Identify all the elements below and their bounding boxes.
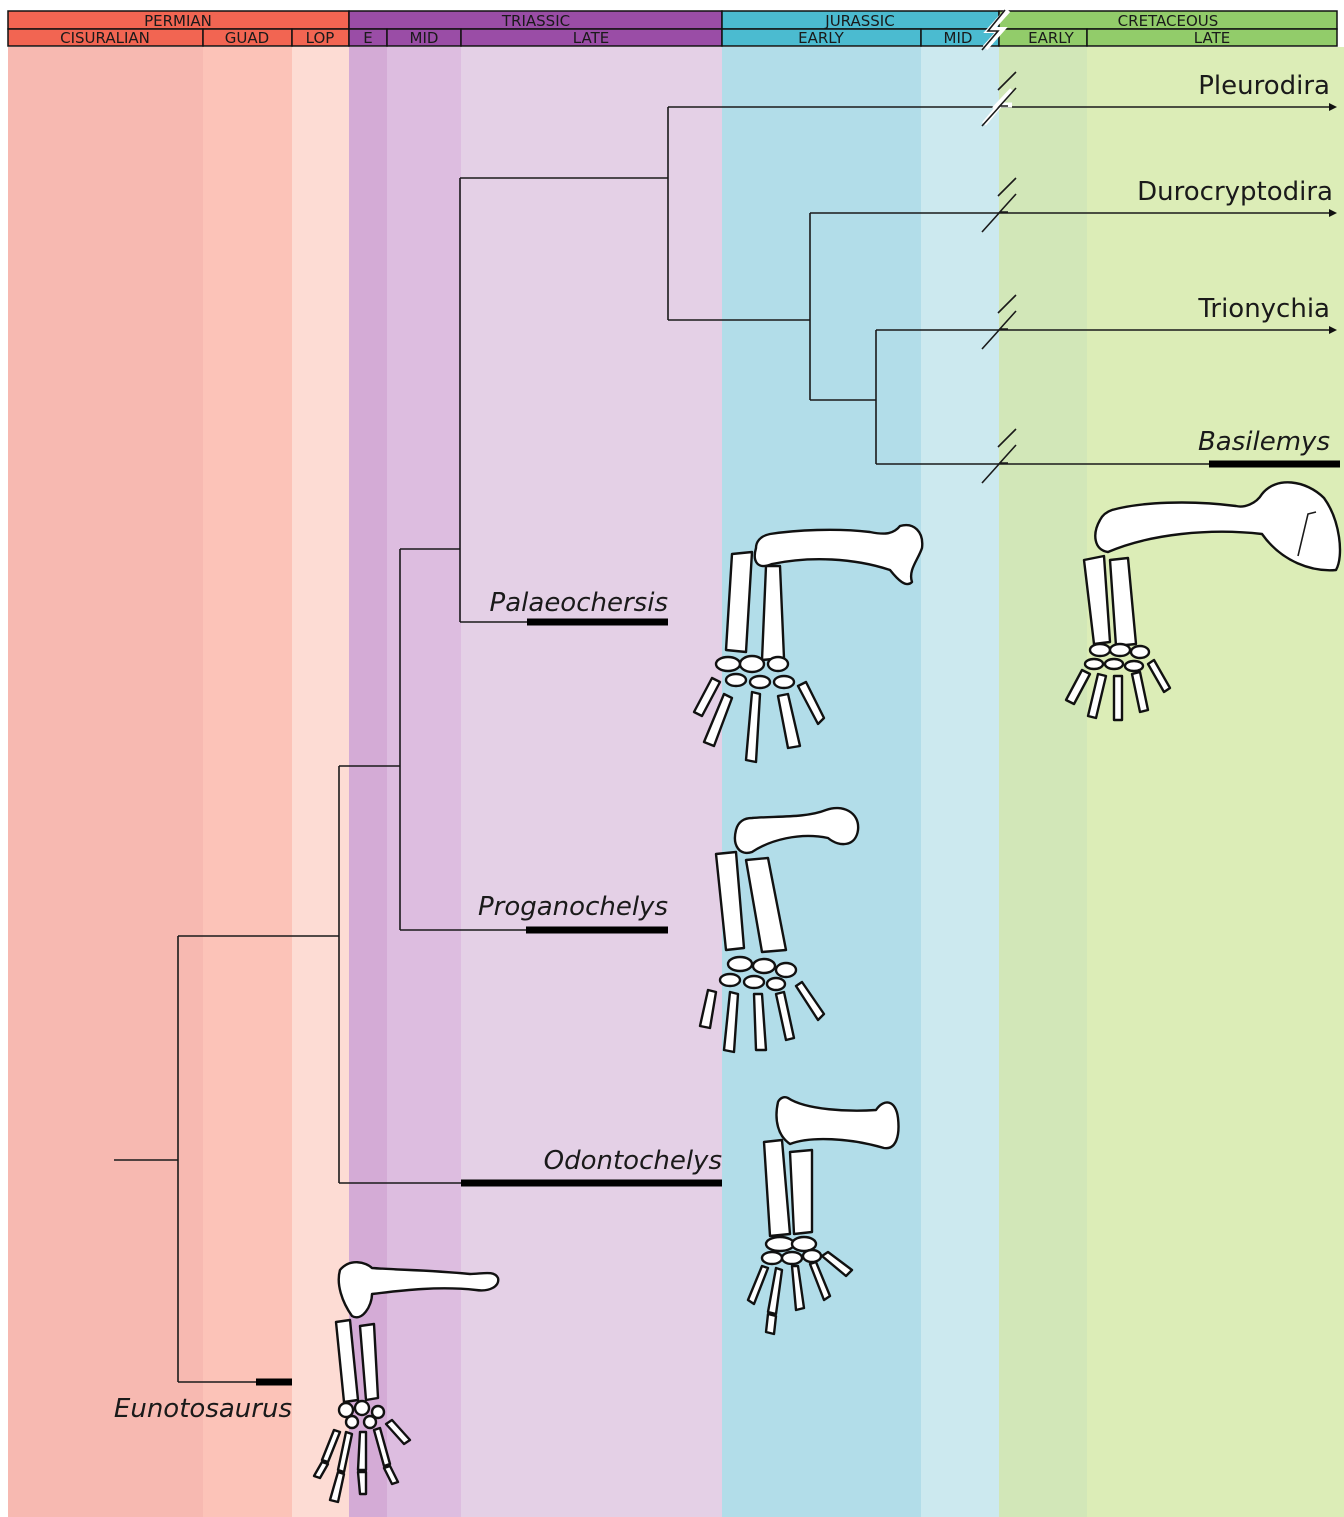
label-proganochelys: Proganochelys bbox=[478, 892, 668, 922]
band-late-triassic bbox=[461, 47, 722, 1517]
band-late-cretaceous bbox=[1087, 47, 1344, 1517]
epoch-lop-label: LOP bbox=[306, 29, 335, 47]
epoch-e-label: E bbox=[363, 29, 372, 47]
period-header: PERMIAN TRIASSIC JURASSIC CRETACEOUS bbox=[8, 11, 1337, 30]
epoch-cisuralian-label: CISURALIAN bbox=[60, 29, 150, 47]
band-middle-triassic bbox=[387, 47, 461, 1517]
period-triassic-label: TRIASSIC bbox=[501, 12, 570, 30]
period-cretaceous-label: CRETACEOUS bbox=[1118, 12, 1219, 30]
label-trionychia: Trionychia bbox=[1197, 294, 1330, 324]
epoch-bands bbox=[8, 47, 1344, 1517]
band-lopingian bbox=[292, 47, 349, 1517]
epoch-early-cretaceous-label: EARLY bbox=[1028, 29, 1075, 47]
label-basilemys: Basilemys bbox=[1198, 427, 1330, 457]
epoch-late-triassic-label: LATE bbox=[573, 29, 609, 47]
epoch-guad-label: GUAD bbox=[225, 29, 269, 47]
band-cisuralian bbox=[8, 47, 203, 1517]
epoch-mid-jurassic-label: MID bbox=[944, 29, 973, 47]
band-middle-jurassic bbox=[921, 47, 999, 1517]
epoch-late-cretaceous-label: LATE bbox=[1194, 29, 1230, 47]
epoch-early-jurassic-label: EARLY bbox=[798, 29, 845, 47]
label-odontochelys: Odontochelys bbox=[544, 1146, 722, 1176]
epoch-mid-triassic-label: MID bbox=[410, 29, 439, 47]
label-durocryptodira: Durocryptodira bbox=[1137, 177, 1333, 207]
period-jurassic-label: JURASSIC bbox=[824, 12, 894, 30]
label-eunotosaurus: Eunotosaurus bbox=[114, 1394, 292, 1424]
band-guadalupian bbox=[203, 47, 292, 1517]
period-permian-label: PERMIAN bbox=[144, 12, 212, 30]
label-pleurodira: Pleurodira bbox=[1198, 71, 1330, 101]
band-early-cretaceous bbox=[999, 47, 1087, 1517]
label-palaeochersis: Palaeochersis bbox=[490, 588, 668, 618]
